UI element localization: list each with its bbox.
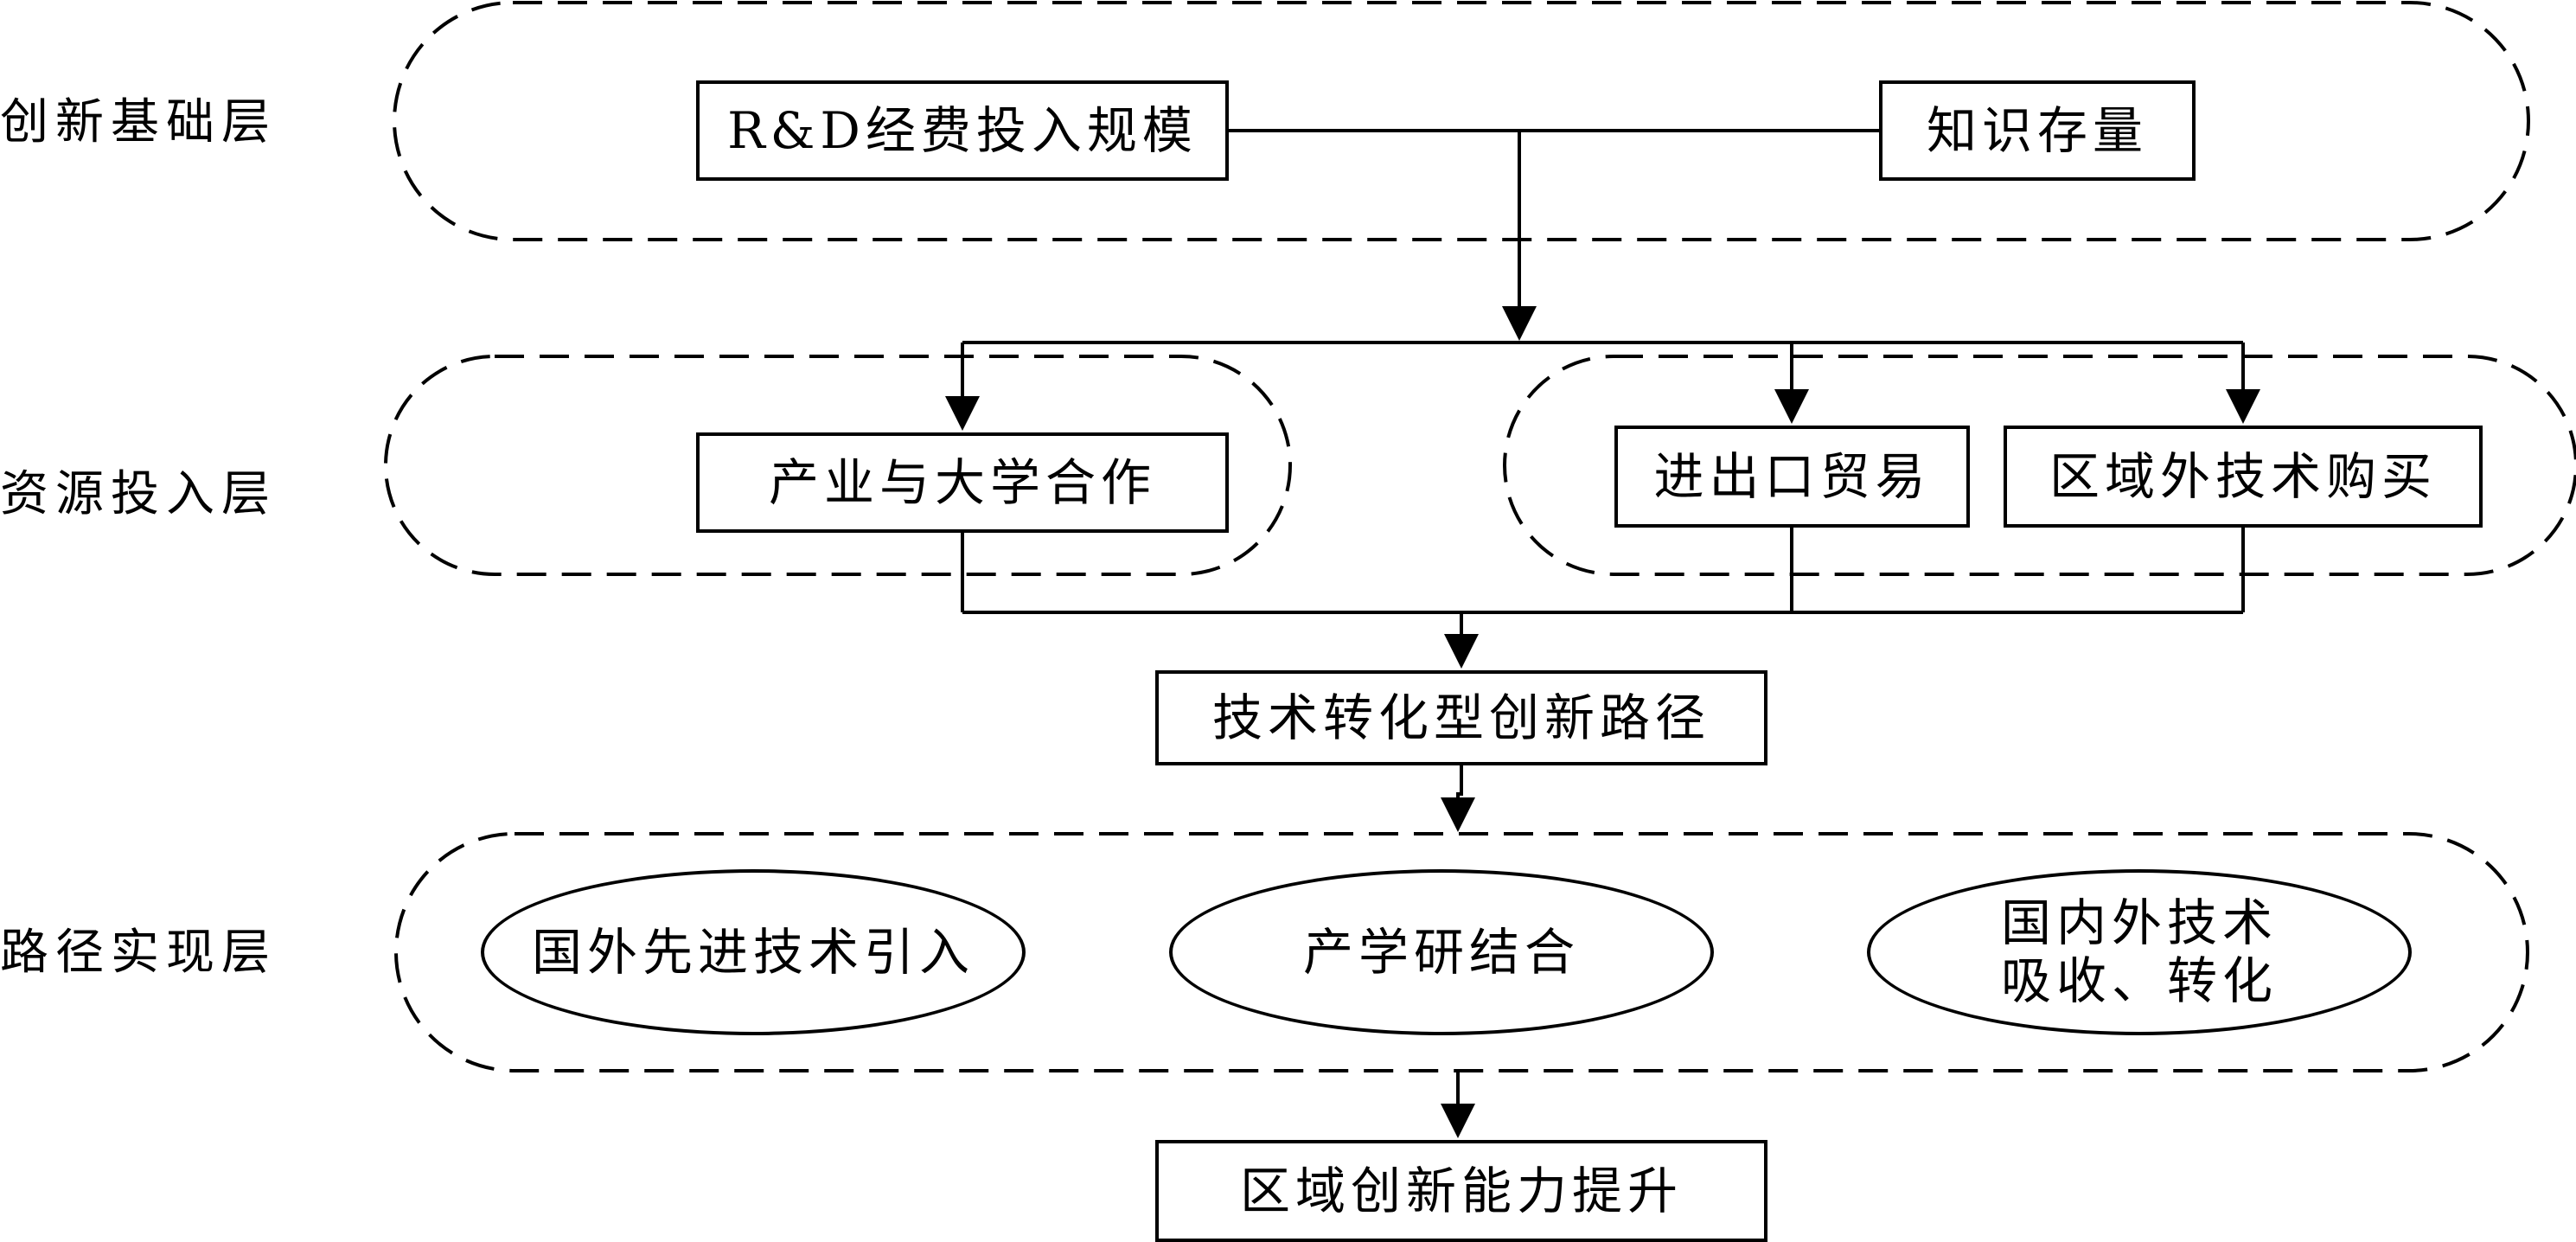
node-knowledge-stock: 知识存量 (1879, 80, 2196, 181)
node-tech-transformation-path: 技术转化型创新路径 (1155, 670, 1767, 765)
resource-right-group (1503, 355, 2576, 576)
node-import-export: 进出口贸易 (1614, 426, 1970, 528)
arrow-transform-to-path-layer (1441, 765, 1475, 832)
node-external-tech-purchase: 区域外技术购买 (2004, 426, 2483, 528)
node-rd-investment: R&D经费投入规模 (696, 80, 1229, 181)
foundation-layer-group (393, 1, 2530, 241)
layer-label-path: 路径实现层 (0, 925, 277, 981)
oval-foreign-tech-intro: 国外先进技术引入 (481, 869, 1026, 1035)
path-layer-group (394, 832, 2529, 1072)
oval-industry-academia-research: 产学研结合 (1169, 869, 1714, 1035)
node-regional-capability: 区域创新能力提升 (1155, 1140, 1767, 1242)
node-industry-university: 产业与大学合作 (696, 432, 1229, 533)
oval-absorption-conversion: 国内外技术 吸收、转化 (1867, 869, 2412, 1035)
layer-label-resource: 资源投入层 (0, 466, 277, 522)
resource-left-group (384, 355, 1292, 576)
layer-label-foundation: 创新基础层 (0, 94, 277, 150)
